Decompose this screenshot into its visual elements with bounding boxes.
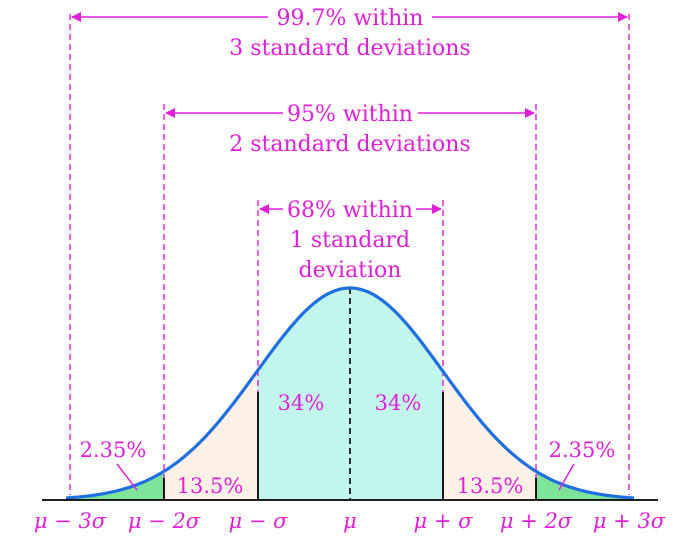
- sd2-label-line1: 95% within: [287, 102, 413, 127]
- tick-mu-minus-2sigma: μ − 2σ: [128, 509, 201, 533]
- pct-right-tail: 2.35%: [549, 438, 616, 462]
- tick-mu-plus-2sigma: μ + 2σ: [500, 509, 573, 533]
- pct-left-center: 34%: [278, 391, 325, 415]
- sd1-label-line3: deviation: [299, 258, 402, 283]
- tick-mu-minus-3sigma: μ − 3σ: [34, 509, 107, 533]
- sd1-label-line1: 68% within: [287, 198, 413, 223]
- pct-right-mid: 13.5%: [457, 474, 524, 498]
- tick-mu-plus-3sigma: μ + 3σ: [593, 509, 666, 533]
- pct-left-mid: 13.5%: [177, 474, 244, 498]
- sd3-label-line1: 99.7% within: [277, 6, 424, 31]
- sd2-label-line2: 2 standard deviations: [229, 132, 470, 157]
- leader-right-tail: [558, 463, 575, 491]
- tick-mu-minus-sigma: μ − σ: [229, 509, 289, 533]
- leader-left-tail: [116, 463, 138, 491]
- bell-curve: [65, 286, 635, 500]
- pct-left-tail: 2.35%: [80, 438, 147, 462]
- sd3-label-line2: 3 standard deviations: [229, 36, 470, 61]
- right-tail-region: [536, 471, 628, 500]
- tick-mu: μ: [343, 509, 357, 533]
- pct-right-center: 34%: [375, 391, 422, 415]
- tick-mu-plus-sigma: μ + σ: [414, 509, 474, 533]
- left-tail-region: [72, 471, 164, 500]
- sd1-label-line2: 1 standard: [290, 228, 410, 253]
